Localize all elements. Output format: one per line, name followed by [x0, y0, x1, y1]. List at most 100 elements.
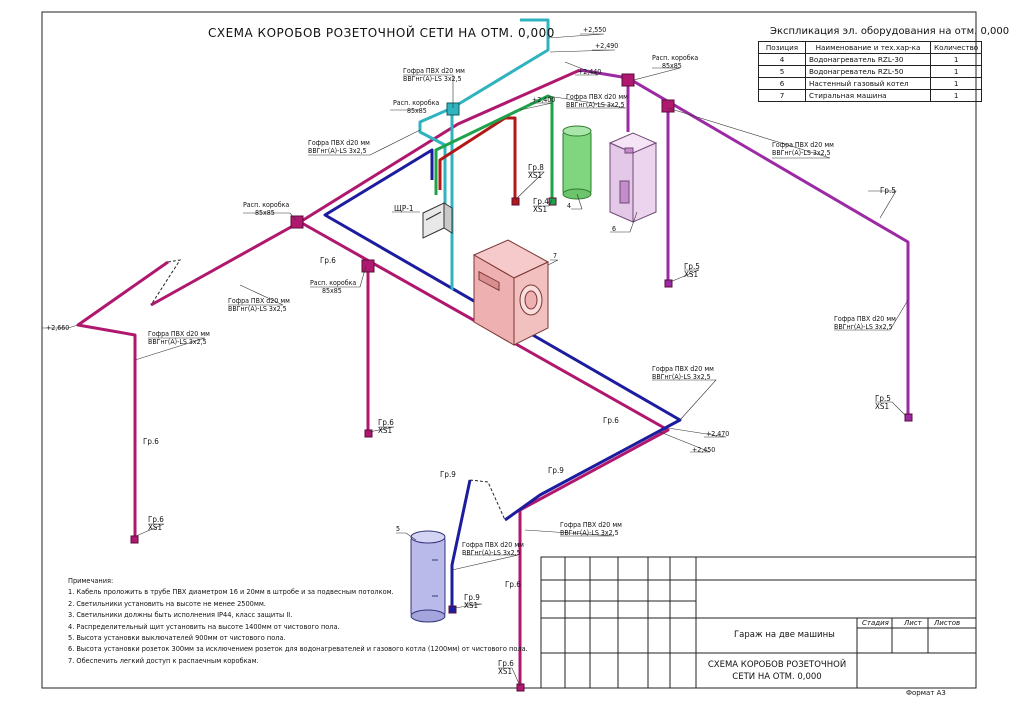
junction-box-top [621, 73, 635, 87]
panel-label: ЩР-1 [394, 204, 414, 213]
note-item: 7. Обеспечить легкий доступ к распаечным… [68, 656, 259, 665]
washing-machine [472, 239, 550, 346]
spec-row: 4 Водонагреватель RZL-30 1 [758, 53, 983, 66]
drawing-sheet [41, 11, 977, 692]
socket-gr6-left [130, 535, 139, 544]
position-number-4: 4 [567, 202, 572, 210]
spec-cell: 7 [758, 89, 806, 102]
gas-boiler-6 [608, 132, 658, 223]
title-block [540, 556, 977, 689]
group-label-gr6-route: Гр.6 [143, 437, 159, 446]
position-number-7: 7 [553, 252, 558, 260]
elevation-mark: +2,550 [583, 26, 607, 34]
socket-gr5-a [664, 279, 673, 288]
elevation-mark: +2,470 [706, 430, 730, 438]
junction-box-mid [361, 259, 375, 273]
spec-header: Позиция [758, 41, 806, 54]
distribution-panel [422, 202, 453, 239]
group-label-gr9-right: Гр.9 [548, 466, 564, 475]
spec-cell: 4 [758, 53, 806, 66]
note-item: 3. Светильники должны быть исполнения IP… [68, 611, 293, 620]
note-item: 1. Кабель проложить в трубе ПВХ диаметро… [68, 588, 394, 597]
leader-lines [42, 33, 909, 687]
note-item: 5. Высота установки выключателей 900мм о… [68, 634, 286, 643]
spec-cell: 1 [929, 77, 983, 90]
socket-gr6-bottom [516, 683, 525, 692]
elevation-mark: +2,490 [595, 42, 619, 50]
junction-box-left [290, 215, 304, 229]
position-number-5: 5 [396, 525, 401, 533]
group-label-gr6-upper: Гр.6 [320, 256, 336, 265]
junction-box-right [661, 99, 675, 113]
socket-gr6-mid [364, 429, 373, 438]
conduit-gr5 [579, 68, 910, 418]
drawing-title: СХЕМА КОРОБОВ РОЗЕТОЧНОЙ СЕТИ НА ОТМ. 0,… [208, 26, 555, 40]
elevation-mark: +2,450 [692, 446, 716, 454]
title-block-format: Формат А3 [906, 689, 946, 697]
elevation-mark: +2,660 [46, 324, 70, 332]
note-item: 6. Высота установки розеток 300мм за иск… [68, 645, 528, 654]
water-heater-4 [562, 125, 592, 200]
spec-cell: Стиральная машина [805, 89, 931, 102]
notes-block: Примечания: 1. Кабель проложить в трубе … [68, 576, 528, 667]
title-block-sheets: Листов [934, 619, 961, 627]
sheet-border [41, 11, 977, 689]
sockets [130, 197, 913, 692]
conduit-break-right [469, 479, 506, 521]
socket-gr9 [448, 605, 457, 614]
spec-cell: 1 [929, 65, 983, 78]
conduit-break-left [150, 259, 182, 306]
spec-row: 7 Стиральная машина 1 [758, 89, 983, 102]
group-label-gr5-route: Гр.5 [880, 186, 896, 195]
spec-header-row: Позиция Наименование и тех.хар-ка Количе… [758, 41, 983, 54]
water-heater-5 [410, 530, 446, 623]
spec-table-title: Экспликация эл. оборудования на отм. 0,0… [770, 26, 1009, 37]
notes-title: Примечания: [68, 577, 114, 585]
title-block-object: Гараж на две машины [734, 630, 835, 640]
spec-header: Количество [929, 41, 983, 54]
spec-cell: 1 [929, 53, 983, 66]
elevation-mark: +2,400 [532, 96, 556, 104]
schematic-canvas [41, 11, 977, 692]
spec-cell: Водонагреватель RZL-50 [805, 65, 931, 78]
spec-cell: Настенный газовый котел [805, 77, 931, 90]
socket-gr4 [548, 197, 557, 206]
note-item: 2. Светильники установить на высоте не м… [68, 599, 266, 608]
title-block-sheet-title: СХЕМА КОРОБОВ РОЗЕТОЧНОЙ СЕТИ НА ОТМ. 0,… [707, 660, 847, 682]
spec-row: 6 Настенный газовый котел 1 [758, 77, 983, 90]
note-item: 4. Распределительный щит установить на в… [68, 622, 340, 631]
title-block-stage: Стадия [862, 619, 889, 627]
conduit-cyan [418, 18, 550, 290]
position-number-6: 6 [612, 225, 617, 233]
group-label-gr6-right: Гр.6 [603, 416, 619, 425]
spec-header: Наименование и тех.хар-ка [805, 41, 931, 54]
group-label-gr9-route: Гр.9 [440, 470, 456, 479]
elevation-mark: +2,440 [578, 68, 602, 76]
title-block-sheet: Лист [904, 619, 922, 627]
spec-cell: 6 [758, 77, 806, 90]
spec-cell: Водонагреватель RZL-30 [805, 53, 931, 66]
spec-cell: 1 [929, 89, 983, 102]
spec-cell: 5 [758, 65, 806, 78]
